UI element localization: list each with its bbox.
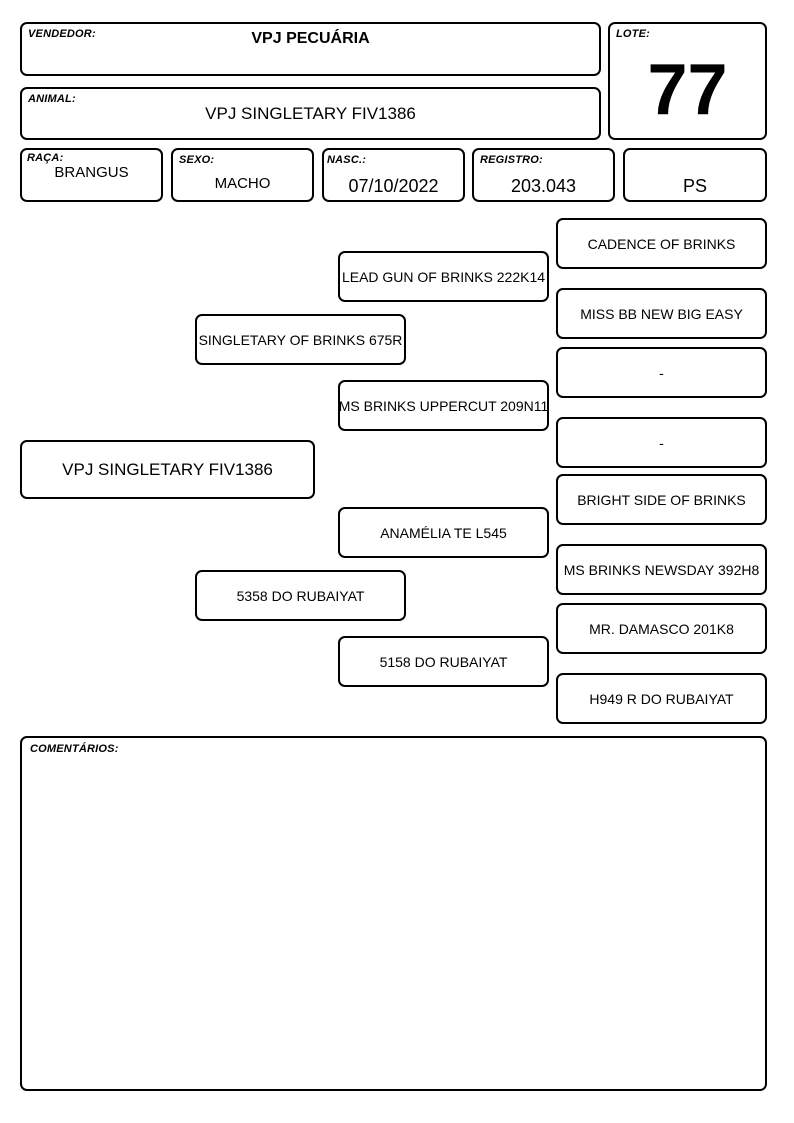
animal-value: VPJ SINGLETARY FIV1386 <box>205 104 416 123</box>
sexo-label: SEXO: <box>179 154 215 166</box>
lote-box: LOTE: 77 <box>608 22 767 140</box>
lote-label: LOTE: <box>616 28 650 40</box>
pedigree-ggp-3: - <box>556 347 767 398</box>
pedigree-sire-sire: LEAD GUN OF BRINKS 222K14 <box>338 251 549 302</box>
animal-box: ANIMAL: VPJ SINGLETARY FIV1386 <box>20 87 601 140</box>
pedigree-dam-dam: 5158 DO RUBAIYAT <box>338 636 549 687</box>
pedigree-sire-dam: MS BRINKS UPPERCUT 209N11 <box>338 380 549 431</box>
pedigree-ggp-2: MISS BB NEW BIG EASY <box>556 288 767 339</box>
pedigree-ggp-1: CADENCE OF BRINKS <box>556 218 767 269</box>
registro-box: REGISTRO: 203.043 <box>472 148 615 202</box>
animal-label: ANIMAL: <box>28 93 76 105</box>
sexo-value: MACHO <box>214 175 271 192</box>
pedigree-dam: 5358 DO RUBAIYAT <box>195 570 406 621</box>
registro-label: REGISTRO: <box>480 154 543 166</box>
comments-label: COMENTÁRIOS: <box>30 743 119 755</box>
nasc-value: 07/10/2022 <box>348 176 439 196</box>
sexo-box: SEXO: MACHO <box>171 148 314 202</box>
pedigree-ggp-6: MS BRINKS NEWSDAY 392H8 <box>556 544 767 595</box>
comments-box: COMENTÁRIOS: <box>20 736 767 1091</box>
nasc-box: NASC.: 07/10/2022 <box>322 148 465 202</box>
pedigree-sire: SINGLETARY OF BRINKS 675R <box>195 314 406 365</box>
pedigree-ggp-8: H949 R DO RUBAIYAT <box>556 673 767 724</box>
nasc-label: NASC.: <box>327 154 367 166</box>
pedigree-dam-sire: ANAMÉLIA TE L545 <box>338 507 549 558</box>
pedigree-animal: VPJ SINGLETARY FIV1386 <box>20 440 315 499</box>
category-value: PS <box>682 176 707 196</box>
registro-value: 203.043 <box>510 176 577 196</box>
category-box: PS <box>623 148 767 202</box>
pedigree-ggp-5: BRIGHT SIDE OF BRINKS <box>556 474 767 525</box>
vendedor-box: VENDEDOR: VPJ PECUÁRIA <box>20 22 601 76</box>
pedigree-ggp-4: - <box>556 417 767 468</box>
lote-value: 77 <box>647 50 728 130</box>
raca-label: RAÇA: <box>27 152 64 164</box>
vendedor-label: VENDEDOR: <box>28 28 96 40</box>
pedigree-ggp-7: MR. DAMASCO 201K8 <box>556 603 767 654</box>
vendedor-value: VPJ PECUÁRIA <box>251 30 370 47</box>
raca-box: RAÇA: BRANGUS <box>20 148 163 202</box>
raca-value: BRANGUS <box>54 164 129 181</box>
